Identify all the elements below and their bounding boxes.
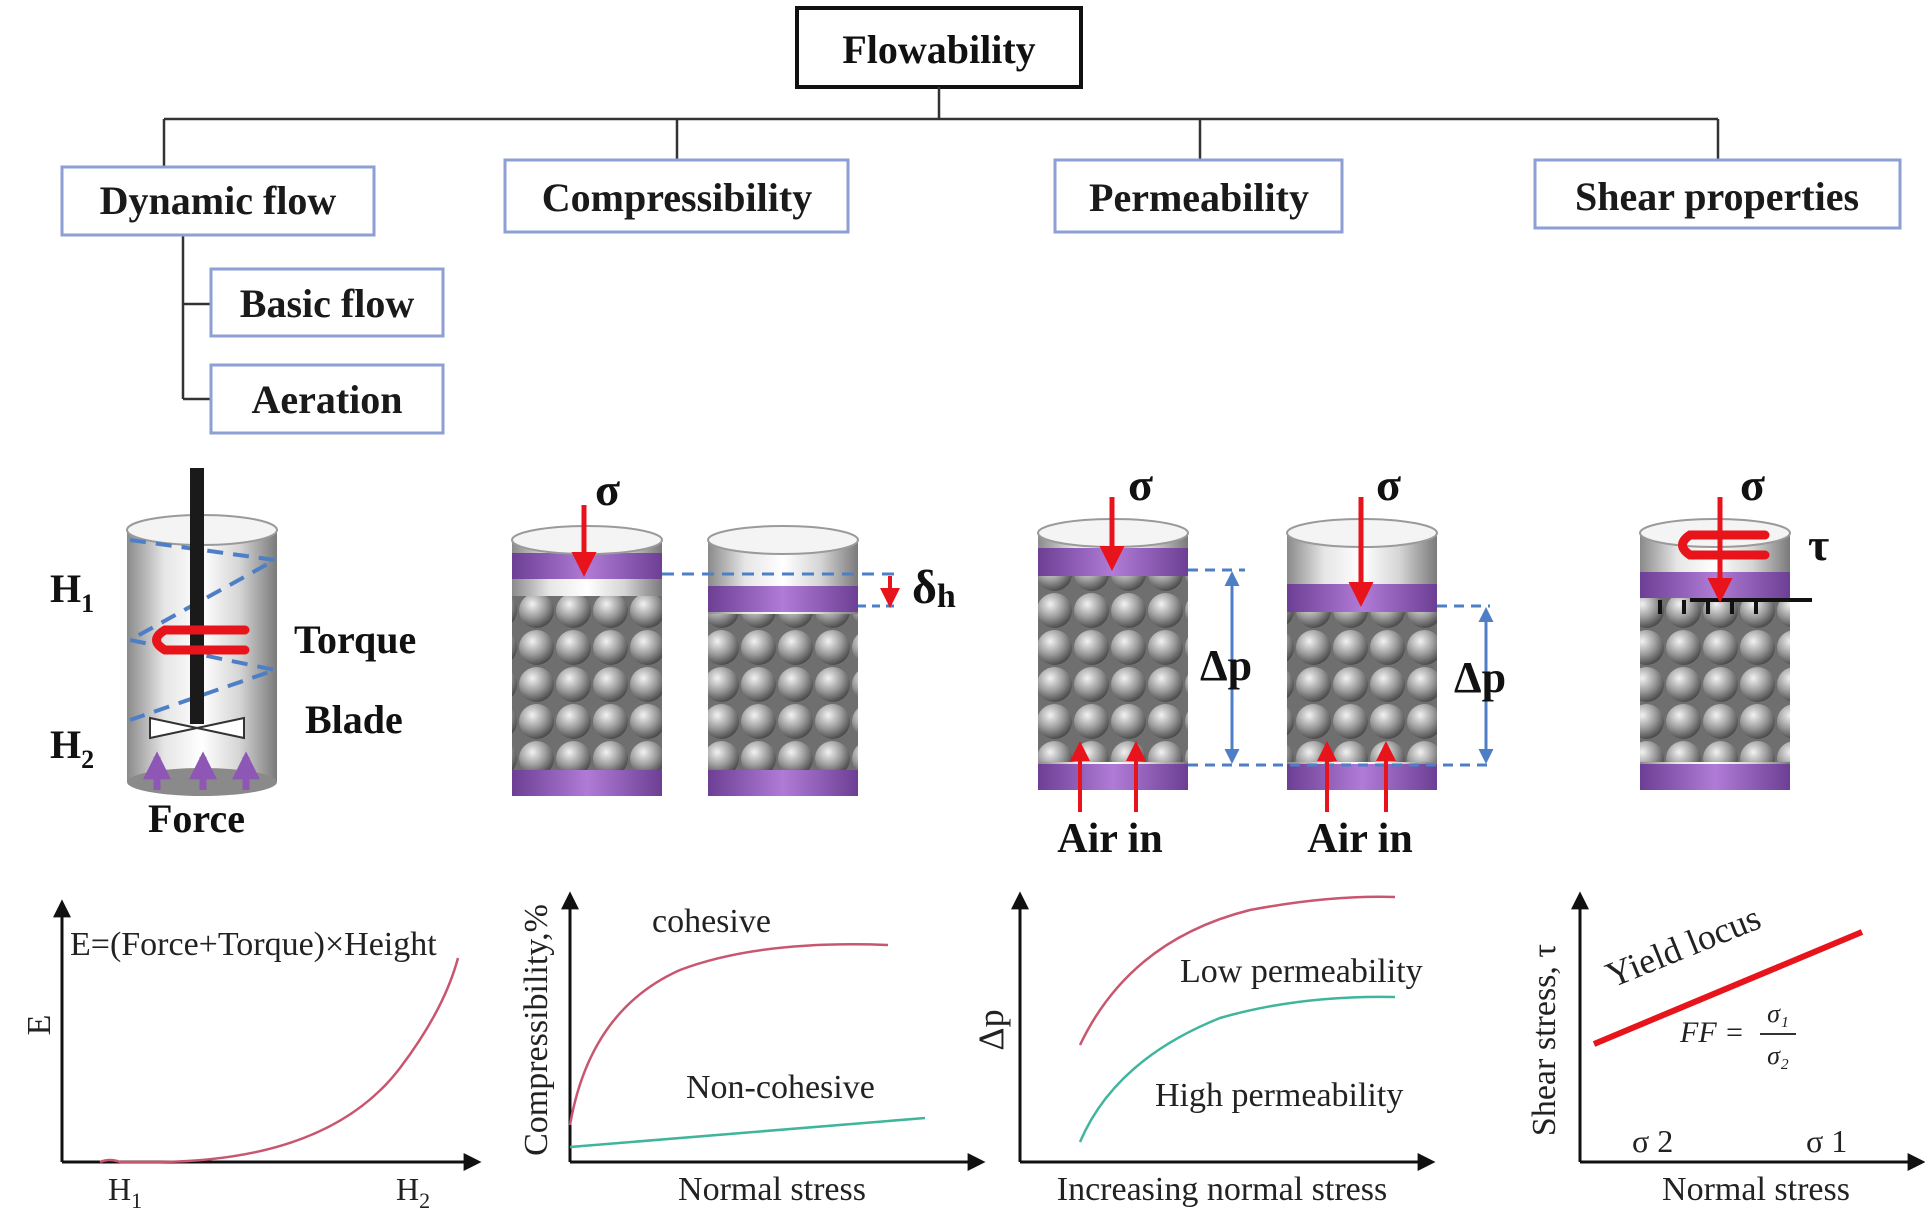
hierarchy-tree: Flowability Dynamic flow Compressibility… [60, 6, 1902, 435]
sigma1-tick: σ 1 [1806, 1123, 1847, 1159]
tau-label: τ [1808, 519, 1829, 570]
tree-connectors [162, 87, 1720, 401]
sigma2-tick: σ 2 [1632, 1123, 1673, 1159]
compressibility-box [503, 158, 850, 234]
cohesive-curve [568, 943, 889, 1126]
compressibility-apparatus: σ δh [511, 464, 956, 796]
aeration-label: Aeration [251, 377, 402, 422]
permeability-label: Permeability [1089, 175, 1309, 220]
delta-p-label-1: Δp [1200, 641, 1252, 690]
blade-label: Blade [305, 697, 403, 742]
stirrer-shaft [190, 468, 204, 724]
non-cohesive-label: Non-cohesive [686, 1069, 875, 1106]
permeability-box [1053, 158, 1344, 234]
torque-label: Torque [294, 617, 416, 662]
shear-properties-label: Shear properties [1575, 174, 1859, 219]
shear-sigma-label: σ [1740, 459, 1765, 510]
air-in-label-2: Air in [1307, 816, 1412, 862]
energy-ylabel: E [21, 1015, 58, 1036]
compress-xlabel: Normal stress [678, 1171, 866, 1208]
low-permeability-curve [1078, 895, 1396, 1046]
perm-xlabel: Increasing normal stress [1057, 1171, 1387, 1208]
ff-label: FF = [1679, 1016, 1744, 1049]
sigma-label: σ [595, 464, 620, 515]
perm-ylabel: Δp [971, 1009, 1011, 1050]
cylinder-after [707, 525, 859, 796]
compressibility-plot: Compressibility,% Normal stress cohesive… [518, 891, 986, 1208]
perm-sigma-1: σ [1128, 459, 1153, 510]
dynamic-flow-apparatus: H1 H2 Torque Blade Force [50, 468, 416, 841]
h2-label: H2 [50, 722, 94, 774]
energy-x1-label: H1 [108, 1171, 142, 1211]
cohesive-label: cohesive [652, 903, 771, 940]
energy-plot: E=(Force+Torque)×Height E H1 H2 [21, 899, 482, 1211]
permeability-plot: Δp Increasing normal stress Low permeabi… [971, 891, 1436, 1208]
basic-flow-box [209, 267, 445, 338]
shear-xlabel: Normal stress [1662, 1171, 1850, 1208]
torque-arrow [152, 625, 250, 655]
energy-equation: E=(Force+Torque)×Height [70, 926, 437, 963]
shear-properties-box [1533, 158, 1902, 230]
air-in-arrows [1070, 741, 1396, 812]
dynamic-flow-box [60, 165, 376, 237]
delta-h-label: δh [912, 561, 956, 615]
perm-cylinder-1 [1037, 518, 1189, 790]
high-permeability-curve [1078, 995, 1396, 1143]
compress-ylabel: Compressibility,% [518, 904, 555, 1156]
shear-plot: Shear stress, τ Normal stress Yield locu… [1526, 891, 1925, 1208]
basic-flow-label: Basic flow [240, 281, 415, 326]
cylinder-before [511, 525, 663, 796]
perm-cylinder-2 [1286, 518, 1438, 790]
energy-x2-label: H2 [396, 1171, 430, 1211]
ff-numerator: σ₁ [1767, 999, 1789, 1028]
force-arrows [143, 751, 260, 790]
permeability-apparatus: σ σ Δp Δp Air in Air in [1037, 459, 1506, 862]
dynamic-flow-label: Dynamic flow [100, 178, 337, 223]
compressibility-label: Compressibility [542, 175, 812, 220]
perm-sigma-2: σ [1376, 459, 1401, 510]
ff-denominator: σ₂ [1767, 1041, 1789, 1070]
delta-p-label-2: Δp [1454, 653, 1506, 702]
force-label: Force [148, 796, 245, 841]
yield-locus-line [1592, 929, 1864, 1047]
energy-curve [99, 957, 460, 1164]
low-perm-label: Low permeability [1180, 953, 1423, 990]
shear-apparatus: σ τ [1639, 459, 1829, 790]
blade [149, 716, 245, 740]
root-box [795, 6, 1083, 89]
non-cohesive-curve [569, 1116, 926, 1149]
aeration-box [209, 363, 445, 435]
h1-label: H1 [50, 566, 94, 618]
root-label: Flowability [842, 27, 1035, 72]
air-in-label-1: Air in [1057, 816, 1162, 862]
shear-torque-arrow [1678, 530, 1770, 560]
high-perm-label: High permeability [1155, 1077, 1403, 1114]
shear-ylabel: Shear stress, τ [1526, 944, 1563, 1136]
